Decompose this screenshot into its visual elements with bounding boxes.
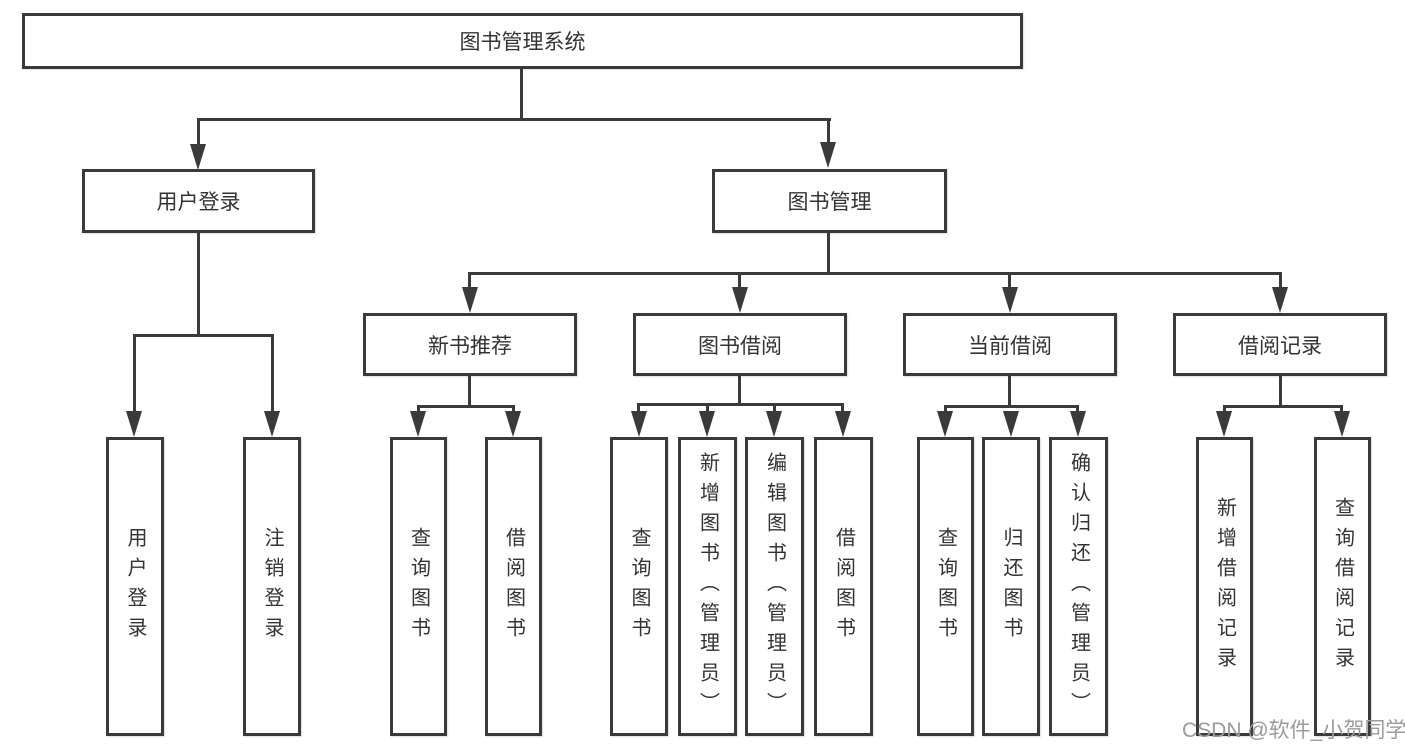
leaf-label: 新增借阅记录	[1213, 496, 1236, 677]
connector-line	[468, 272, 1282, 275]
leaf-label: 新增图书（管理员）	[696, 451, 719, 722]
node-borrowing-records: 借阅记录	[1173, 313, 1387, 376]
arrow-down-icon	[1334, 411, 1350, 437]
connector-line	[706, 403, 709, 414]
leaf-add-book-admin: 新增图书（管理员）	[678, 437, 737, 736]
arrow-down-icon	[766, 411, 782, 437]
connector-line	[944, 405, 1079, 408]
arrow-down-icon	[699, 411, 715, 437]
arrow-down-icon	[1070, 411, 1086, 437]
arrow-down-icon	[732, 287, 748, 313]
node-current-borrowing: 当前借阅	[903, 313, 1117, 376]
connector-line	[1008, 272, 1011, 290]
arrow-down-icon	[1002, 287, 1018, 313]
leaf-label: 借阅图书	[502, 526, 525, 647]
leaf-label: 归还图书	[1000, 526, 1022, 647]
leaf-label: 用户登录	[124, 526, 146, 647]
leaf-confirm-return-admin: 确认归还（管理员）	[1049, 437, 1108, 736]
node-user-login: 用户登录	[82, 169, 315, 233]
leaf-borrow-books-recommend: 借阅图书	[485, 437, 542, 736]
leaf-logout: 注销登录	[243, 437, 301, 736]
connector-line	[841, 403, 844, 414]
node-new-book-recommend: 新书推荐	[363, 313, 577, 376]
arrow-down-icon	[462, 287, 478, 313]
connector-line	[417, 405, 515, 408]
connector-line	[417, 405, 420, 414]
arrow-down-icon	[1216, 411, 1232, 437]
leaf-label: 编辑图书（管理员）	[763, 451, 786, 722]
connector-line	[520, 69, 523, 120]
watermark: CSDN @软件_小贺同学	[1182, 719, 1405, 742]
connector-line	[1223, 405, 1226, 414]
leaf-user-login: 用户登录	[106, 437, 164, 736]
connector-line	[827, 233, 830, 275]
arrow-down-icon	[1003, 411, 1019, 437]
leaf-label: 借阅图书	[832, 526, 855, 647]
leaf-query-books-current: 查询图书	[917, 437, 974, 736]
leaf-label: 确认归还（管理员）	[1067, 451, 1090, 722]
leaf-add-borrow-record: 新增借阅记录	[1196, 437, 1253, 736]
connector-line	[1008, 376, 1011, 407]
leaf-query-borrow-record: 查询借阅记录	[1314, 437, 1371, 736]
arrow-down-icon	[1272, 287, 1288, 313]
arrow-down-icon	[126, 411, 142, 437]
connector-line	[1279, 272, 1282, 290]
connector-line	[468, 272, 471, 290]
arrow-down-icon	[937, 411, 953, 437]
leaf-query-books-recommend: 查询图书	[390, 437, 447, 736]
connector-line	[468, 376, 471, 407]
arrow-down-icon	[190, 144, 206, 170]
connector-line	[827, 118, 830, 147]
connector-line	[271, 334, 274, 413]
connector-line	[637, 403, 640, 414]
node-book-management: 图书管理	[712, 169, 947, 233]
connector-line	[1076, 405, 1079, 414]
connector-line	[944, 405, 947, 414]
arrow-down-icon	[835, 411, 851, 437]
connector-line	[1279, 376, 1282, 407]
leaf-return-books: 归还图书	[982, 437, 1040, 736]
connector-line	[637, 403, 844, 406]
connector-line	[512, 405, 515, 414]
arrow-down-icon	[410, 411, 426, 437]
connector-line	[133, 334, 136, 413]
connector-line	[133, 334, 273, 337]
arrow-down-icon	[264, 411, 280, 437]
leaf-edit-book-admin: 编辑图书（管理员）	[745, 437, 804, 736]
arrow-down-icon	[820, 142, 836, 168]
leaf-label: 注销登录	[261, 526, 283, 647]
leaf-label: 查询图书	[628, 526, 650, 647]
connector-line	[197, 118, 200, 147]
arrow-down-icon	[631, 411, 647, 437]
node-book-borrowing: 图书借阅	[633, 313, 847, 376]
connector-line	[773, 403, 776, 414]
connector-line	[1223, 405, 1343, 408]
connector-line	[738, 272, 741, 290]
connector-line	[738, 376, 741, 405]
leaf-query-books-borrowing: 查询图书	[610, 437, 668, 736]
connector-line	[197, 118, 831, 121]
connector-line	[1340, 405, 1343, 414]
node-library-management-system: 图书管理系统	[22, 13, 1023, 69]
leaf-label: 查询图书	[407, 526, 430, 647]
leaf-label: 查询图书	[934, 526, 957, 647]
connector-line	[197, 233, 200, 337]
arrow-down-icon	[505, 411, 521, 437]
leaf-label: 查询借阅记录	[1331, 496, 1354, 677]
leaf-borrow-books-borrowing: 借阅图书	[814, 437, 873, 736]
